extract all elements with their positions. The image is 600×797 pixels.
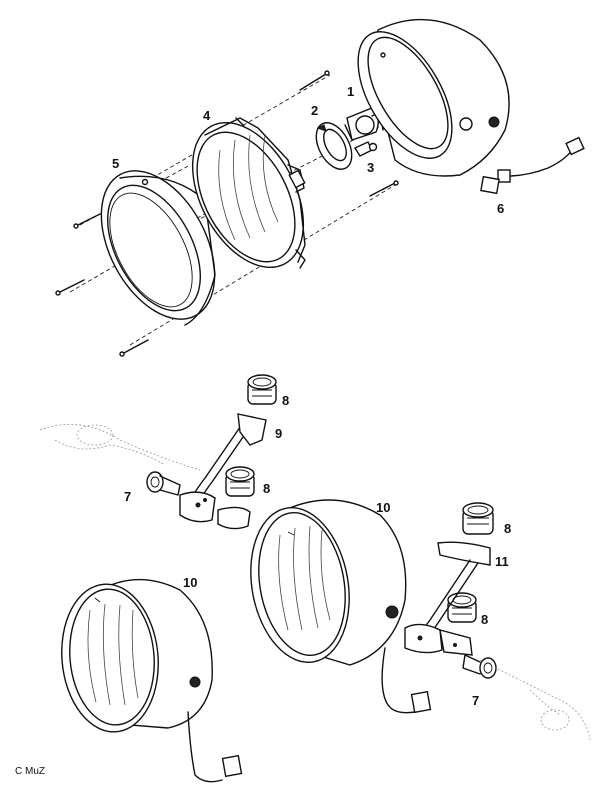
- part-number-11: 11: [495, 554, 509, 569]
- headlamp-exploded-assembly: [55, 18, 585, 357]
- indicator-lamp-middle-left: [225, 466, 255, 497]
- copyright-mark: C MuZ: [15, 766, 45, 777]
- part-number-7-right: 7: [472, 693, 479, 708]
- headlamp-center: [250, 499, 432, 714]
- screw-right: [369, 180, 399, 197]
- part-number-4: 4: [203, 108, 211, 123]
- parking-bulb: [353, 141, 378, 157]
- indicator-lamp-upper-left: [247, 374, 277, 405]
- part-number-10-center: 10: [376, 500, 390, 515]
- part-number-6: 6: [497, 201, 504, 216]
- screw-top: [299, 70, 330, 91]
- mounting-bolt-right: [462, 654, 497, 679]
- right-indicator-bracket: [404, 541, 491, 656]
- headlamp-bottom-left: [61, 578, 243, 783]
- screw-left-upper: [73, 213, 101, 229]
- handlebar-ghost-outline: [39, 424, 591, 741]
- indicator-clamp-left: [217, 506, 251, 530]
- left-indicator-bracket: [179, 413, 267, 523]
- part-number-9: 9: [275, 426, 282, 441]
- part-number-1: 1: [347, 84, 354, 99]
- part-number-8-upper-left: 8: [282, 393, 289, 408]
- screw-bottom: [119, 339, 149, 357]
- part-number-callouts: 1 2 3 4 5 6 8 9 7 8 10 8 11 10 8 7: [112, 84, 511, 708]
- part-number-2: 2: [311, 103, 318, 118]
- bulb-holder-ring: [315, 122, 353, 170]
- part-number-8-upper-right: 8: [504, 521, 511, 536]
- part-number-8-lower-right: 8: [481, 612, 488, 627]
- part-number-7-left: 7: [124, 489, 131, 504]
- part-number-10-left: 10: [183, 575, 197, 590]
- light-unit: [191, 117, 306, 269]
- headlamp-housing-shell: [357, 18, 510, 177]
- mounting-bolt-left: [146, 471, 181, 496]
- part-number-3: 3: [367, 160, 374, 175]
- indicator-and-lamp-assembly: [39, 374, 591, 783]
- indicator-lamp-upper-right: [462, 502, 494, 535]
- wiring-connector: [480, 136, 585, 195]
- indicator-lamp-lower-right: [447, 592, 477, 623]
- screw-left-lower: [55, 279, 85, 296]
- part-number-8-middle-left: 8: [263, 481, 270, 496]
- part-number-5: 5: [112, 156, 119, 171]
